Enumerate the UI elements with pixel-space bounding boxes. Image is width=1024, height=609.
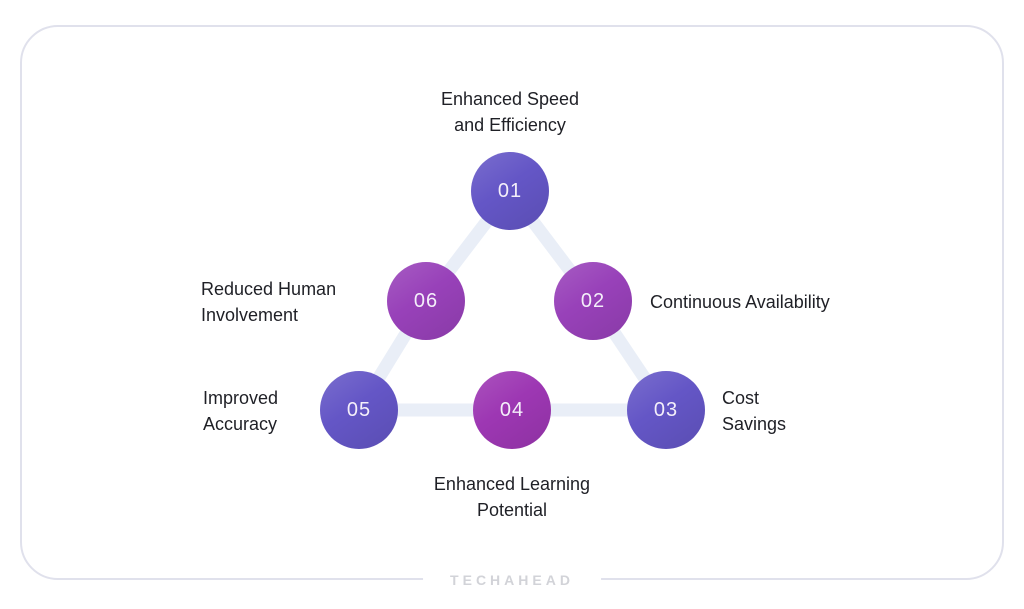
node-circle-02: 02 [554, 262, 632, 340]
node-circle-05: 05 [320, 371, 398, 449]
node-circle-04: 04 [473, 371, 551, 449]
node-label-enhanced-speed: Enhanced Speed and Efficiency [440, 89, 580, 135]
node-label-enhanced-learning: Enhanced Learning Potential [433, 474, 591, 520]
techahead-logo: TECHAHEAD [423, 569, 601, 591]
node-circle-01: 01 [471, 152, 549, 230]
node-circle-06: 06 [387, 262, 465, 340]
node-number-04: 04 [499, 398, 525, 421]
node-number-05: 05 [346, 398, 372, 421]
node-number-01: 01 [497, 179, 523, 202]
node-label-reduced-human: Reduced Human Involvement [201, 279, 337, 325]
node-label-continuous-availability: Continuous Availability [650, 292, 830, 312]
node-number-06: 06 [413, 289, 439, 312]
node-number-02: 02 [580, 289, 606, 312]
node-number-03: 03 [653, 398, 679, 421]
node-label-improved-accuracy: Improved Accuracy [203, 388, 279, 434]
node-label-cost-savings: Cost Savings [722, 388, 787, 434]
node-circle-03: 03 [627, 371, 705, 449]
